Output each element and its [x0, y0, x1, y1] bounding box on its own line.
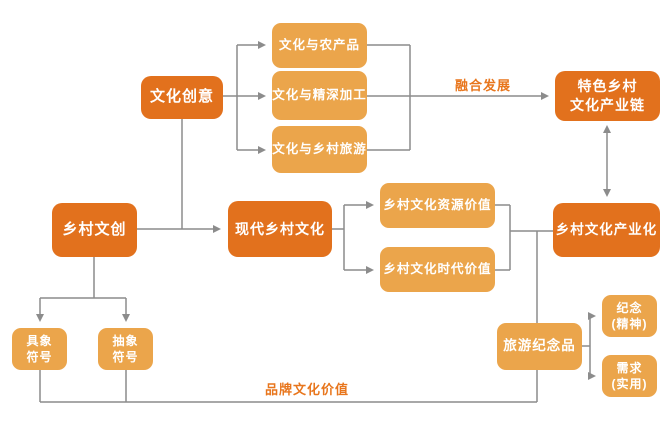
node-culture-processing: 文化与精深加工 [272, 71, 367, 120]
node-tourism-souvenir: 旅游纪念品 [497, 323, 582, 370]
node-concrete-symbol: 具象 符号 [12, 328, 67, 370]
node-culture-creativity: 文化创意 [141, 76, 223, 119]
node-abstract-symbol: 抽象 符号 [98, 328, 153, 370]
node-culture-agriproduct: 文化与农产品 [272, 23, 367, 68]
node-demand-practical: 需求 (实用) [602, 355, 657, 397]
node-rural-wenchuang: 乡村文创 [52, 203, 137, 257]
node-industrialization: 乡村文化产业化 [553, 203, 660, 257]
node-memorial-spiritual: 纪念 (精神) [602, 295, 657, 337]
node-featured-industry-chain: 特色乡村 文化产业链 [555, 71, 660, 121]
node-culture-rural-tourism: 文化与乡村旅游 [272, 126, 367, 173]
node-modern-rural-culture: 现代乡村文化 [228, 201, 332, 257]
node-era-value: 乡村文化时代价值 [380, 247, 495, 292]
edge-label-brand-culture-value: 品牌文化价值 [265, 382, 350, 397]
edge-label-fusion-development: 融合发展 [455, 78, 512, 93]
node-resource-value: 乡村文化资源价值 [380, 183, 495, 228]
